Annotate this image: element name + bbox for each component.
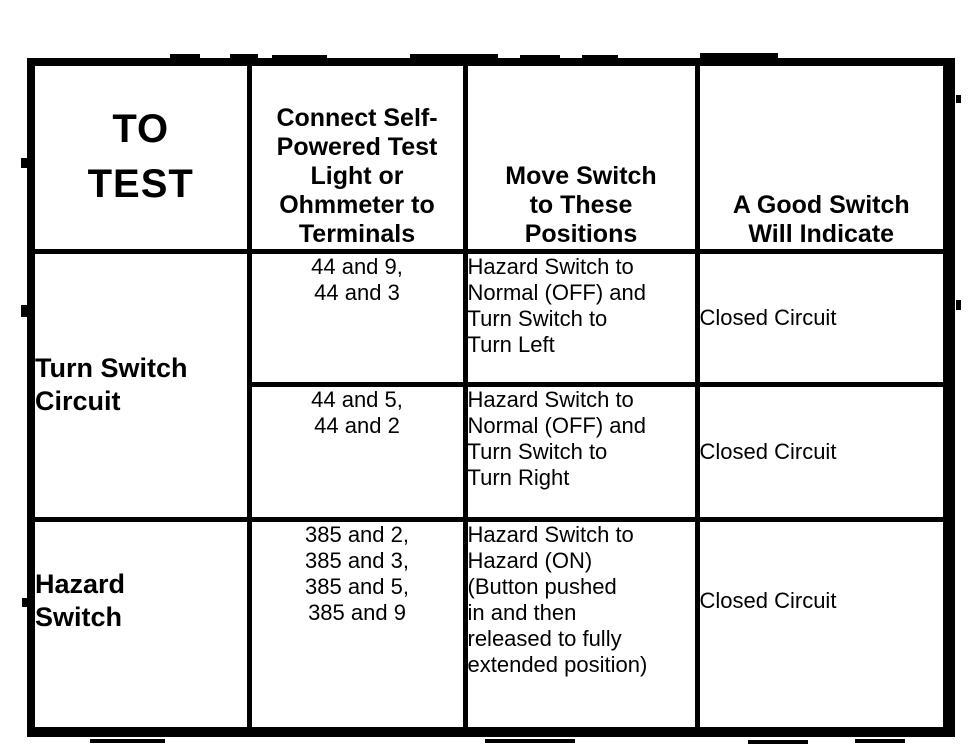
scan-artifact bbox=[855, 739, 905, 743]
header-move-switch-positions: Move Switch to These Positions bbox=[462, 66, 700, 254]
scan-artifact bbox=[21, 305, 27, 317]
positions-cell-turn-left: Hazard Switch to Normal (OFF) and Turn S… bbox=[462, 248, 700, 387]
table-header-row: TO TEST Connect Self- Powered Test Light… bbox=[35, 66, 943, 254]
header-to-test: TO TEST bbox=[35, 66, 252, 254]
terminals-cell-hazard: 385 and 2, 385 and 3, 385 and 5, 385 and… bbox=[246, 516, 468, 727]
indicate-cell-hazard: Closed Circuit bbox=[694, 516, 943, 727]
scan-artifact bbox=[700, 53, 778, 58]
switch-test-table-frame: TO TEST Connect Self- Powered Test Light… bbox=[27, 58, 955, 737]
row-label-hazard-switch: Hazard Switch bbox=[35, 516, 252, 727]
scan-artifact bbox=[956, 95, 961, 103]
terminals-cell-turn-right: 44 and 5, 44 and 2 bbox=[249, 381, 468, 522]
scan-artifact bbox=[485, 739, 575, 743]
scan-artifact bbox=[582, 55, 618, 59]
switch-test-table: TO TEST Connect Self- Powered Test Light… bbox=[35, 66, 943, 727]
indicate-cell-turn-left: Closed Circuit bbox=[694, 248, 943, 387]
scan-artifact bbox=[520, 55, 560, 59]
positions-cell-hazard: Hazard Switch to Hazard (ON) (Button pus… bbox=[462, 516, 700, 727]
scan-artifact bbox=[748, 740, 808, 744]
positions-cell-turn-right: Hazard Switch to Normal (OFF) and Turn S… bbox=[462, 381, 700, 522]
row-label-turn-switch-circuit: Turn Switch Circuit bbox=[35, 248, 252, 522]
scan-artifact bbox=[230, 54, 258, 58]
table-row-hazard-switch: Hazard Switch 385 and 2, 385 and 3, 385 … bbox=[35, 516, 943, 727]
scan-artifact bbox=[170, 54, 200, 58]
indicate-cell-turn-right: Closed Circuit bbox=[694, 381, 943, 522]
table-row-turn-left: Turn Switch Circuit 44 and 9, 44 and 3 H… bbox=[35, 248, 943, 522]
scan-artifact bbox=[956, 300, 961, 310]
scan-artifact bbox=[272, 55, 327, 59]
scan-artifact bbox=[21, 158, 27, 168]
scan-artifact bbox=[410, 54, 498, 58]
scan-artifact bbox=[22, 598, 27, 607]
table-row-turn-right: 44 and 5, 44 and 2 Hazard Switch to Norm… bbox=[35, 381, 943, 522]
scan-artifact bbox=[90, 739, 165, 743]
header-connect-terminals: Connect Self- Powered Test Light or Ohmm… bbox=[246, 66, 468, 254]
terminals-cell-turn-left: 44 and 9, 44 and 3 bbox=[246, 248, 468, 387]
header-good-switch-indicate: A Good Switch Will Indicate bbox=[694, 66, 943, 254]
